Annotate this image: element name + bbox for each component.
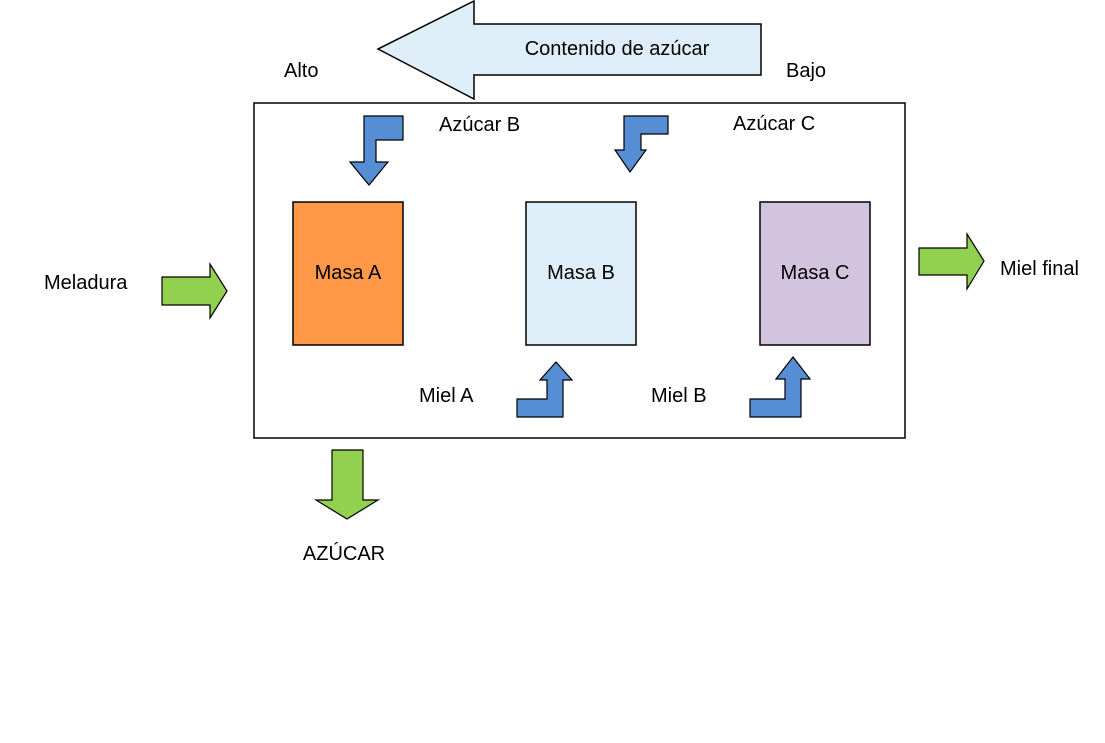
masa-c-label: Masa C — [780, 262, 850, 284]
masa-c-box — [759, 201, 871, 346]
azucar-c-arrow-icon — [613, 115, 669, 174]
miel-b-label: Miel B — [651, 385, 707, 407]
scale-high-label: Alto — [284, 60, 319, 82]
masa-b-label: Masa B — [547, 262, 615, 284]
azucar-c-label: Azúcar C — [733, 113, 816, 135]
miel-final-label: Miel final — [1000, 258, 1079, 280]
scale-low-label: Bajo — [786, 60, 827, 82]
sugar-content-arrow — [376, 0, 762, 101]
azucar-b-arrow-icon — [348, 115, 404, 186]
masa-a-label: Masa A — [314, 262, 382, 284]
miel-a-arrow-icon — [516, 361, 574, 418]
miel-b-arrow-icon — [749, 356, 812, 418]
miel-final-arrow-icon — [918, 231, 985, 292]
azucar-output-arrow-icon — [313, 449, 381, 520]
azucar-output-label: AZÚCAR — [302, 543, 386, 565]
azucar-b-label: Azúcar B — [439, 114, 521, 136]
masa-b-box — [525, 201, 637, 346]
meladura-label: Meladura — [44, 272, 128, 294]
masa-a-box — [292, 201, 404, 346]
miel-a-label: Miel A — [419, 385, 474, 407]
process-frame — [253, 102, 906, 439]
sugar-content-label: Contenido de azúcar — [524, 38, 710, 60]
meladura-arrow-icon — [161, 261, 228, 321]
